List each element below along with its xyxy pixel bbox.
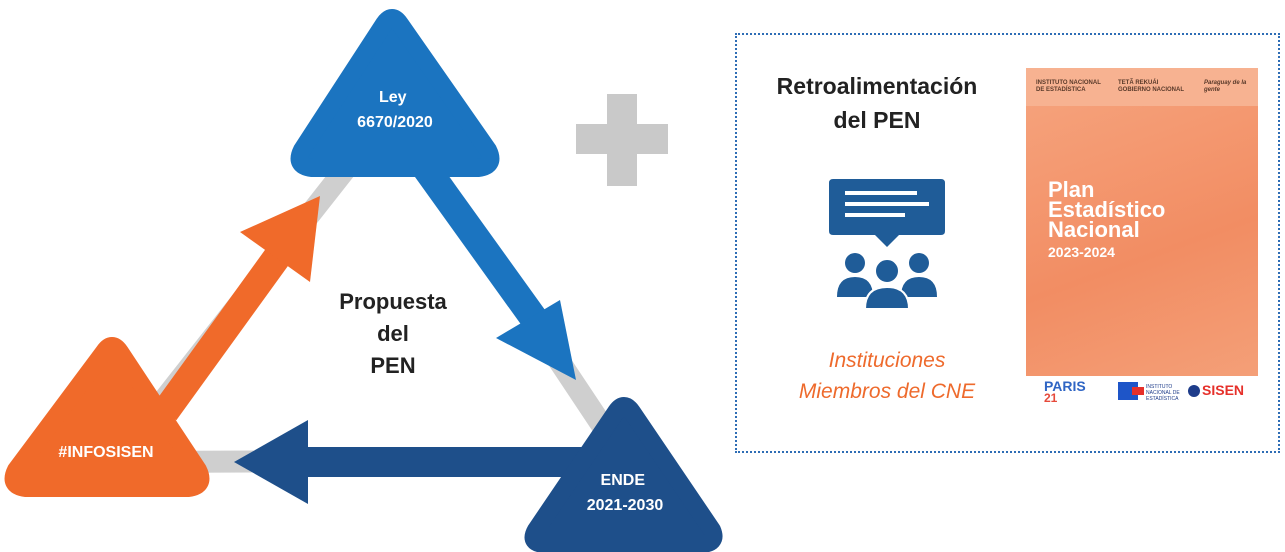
cover-title-line: Nacional: [1048, 217, 1140, 242]
arrow-ley-to-ende: [408, 151, 576, 380]
ine-footer-text: INSTITUTO NACIONAL DE ESTADÍSTICA: [1146, 384, 1180, 402]
paraguay-logo: Paraguay de la gente: [1204, 80, 1247, 93]
arrow-ende-to-infosisen: [234, 420, 595, 504]
sisen-logo-text: SISEN: [1202, 382, 1245, 398]
panel-title-line: del PEN: [833, 107, 921, 133]
institutions-line: Miembros del CNE: [798, 380, 976, 403]
cover-title-line: Estadístico: [1048, 197, 1166, 222]
panel-title: Retroalimentación del PEN: [757, 69, 997, 137]
center-line: Propuesta: [339, 289, 447, 314]
node-infosisen-label: #INFOSISEN: [58, 444, 153, 461]
center-label: Propuesta del PEN: [318, 286, 468, 382]
paris21-logo: PARIS 21: [1044, 378, 1086, 405]
pen-document-cover: INSTITUTO NACIONAL DE ESTADÍSTICA TETÃ R…: [1026, 68, 1258, 408]
government-logo: TETÃ REKUÁI GOBIERNO NACIONAL: [1118, 80, 1184, 93]
center-line: PEN: [370, 353, 416, 378]
cover-footer: PARIS 21 INSTITUTO NACIONAL DE ESTADÍSTI…: [1026, 376, 1258, 408]
plus-icon: [576, 94, 668, 186]
node-ley: [290, 9, 500, 177]
panel-title-line: Retroalimentación: [776, 73, 978, 99]
cover-title-line: Plan: [1048, 177, 1095, 202]
node-ende: [524, 397, 723, 552]
ine-mark-icon: [1118, 382, 1144, 400]
node-ende-label: ENDE 2021-2030: [587, 472, 664, 514]
node-ley-label: Ley 6670/2020: [357, 89, 433, 131]
pen-cycle-diagram: Ley 6670/2020 #INFOSISEN ENDE 2021-2030: [4, 9, 723, 552]
ine-logo: INSTITUTO NACIONAL DE ESTADÍSTICA: [1036, 80, 1101, 93]
institutions-line: Instituciones: [828, 349, 946, 372]
chat-feedback-people-icon: [829, 179, 945, 310]
arrow-infosisen-to-ley: [153, 196, 320, 421]
cover-header: INSTITUTO NACIONAL DE ESTADÍSTICA TETÃ R…: [1026, 68, 1258, 106]
node-infosisen: [4, 337, 210, 497]
sisen-logo-icon: [1188, 385, 1200, 397]
cover-title: Plan Estadístico Nacional: [1048, 177, 1166, 242]
institutions-label: Instituciones Miembros del CNE: [762, 345, 1012, 407]
cover-years: 2023-2024: [1048, 244, 1115, 260]
center-line: del: [377, 321, 409, 346]
feedback-panel: Retroalimentación del PEN Instituciones …: [735, 33, 1280, 453]
